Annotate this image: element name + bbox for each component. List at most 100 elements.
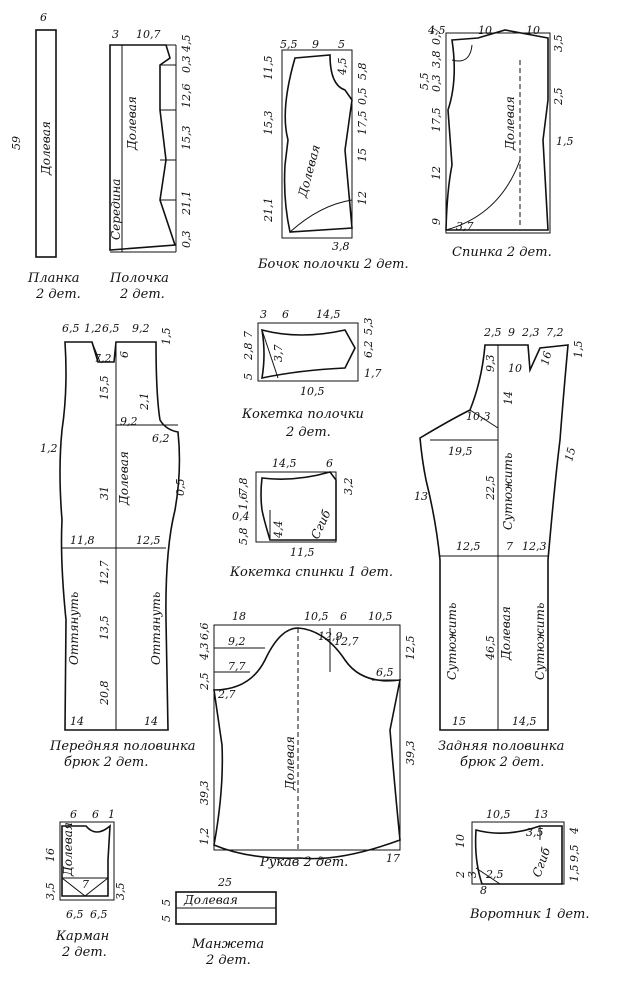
bochok-dim-11: 3,8 — [332, 240, 350, 253]
vor-dim-6: 2 — [454, 871, 467, 879]
zp-dim-18: 15 — [452, 715, 466, 728]
pp-dim-9: 9,2 — [120, 415, 138, 428]
vor-dim-4: 3,5 — [526, 826, 544, 839]
zp-shrink-top: Сутюжить — [501, 453, 515, 530]
karman-dim-7: 6,5 — [66, 908, 84, 921]
spinka-dim-1: 10 — [478, 24, 492, 37]
rukav-dim-2: 6 — [340, 610, 347, 623]
planka-grain-label: Долевая — [39, 121, 53, 176]
vor-dim-10: 2,5 — [485, 868, 504, 881]
karman-dim-5: 3,5 — [44, 883, 57, 901]
rukav-dim-3: 10,5 — [368, 610, 393, 623]
pp-dim-18: 20,8 — [98, 681, 111, 707]
perednyaya-outline — [59, 341, 181, 731]
kp-dim-6: 3,7 — [272, 345, 285, 363]
kokyetka-polochki-outline — [261, 328, 356, 380]
rukav-dim-9: 2,5 — [198, 673, 211, 692]
manzheta-grain-label: Долевая — [183, 893, 238, 907]
polochka-dim-5: 15,3 — [180, 126, 193, 151]
spinka-dim-10: 1,5 — [556, 135, 574, 148]
karman-dim-6: 3,5 — [114, 883, 127, 901]
vor-dim-8: 1,5 — [568, 865, 581, 883]
pp-dim-13: 0,5 — [174, 479, 187, 497]
pp-stretch-left: Оттянуть — [67, 592, 81, 665]
zp-dim-6: 10 — [508, 362, 522, 375]
zp-dim-15: 7 — [506, 540, 513, 553]
pp-dim-14: 11,8 — [70, 534, 95, 547]
kp-caption-1: Кокетка полочки — [241, 407, 364, 422]
spinka-dim-0: 4,5 — [427, 24, 446, 37]
ks-dim-1: 6 — [326, 457, 333, 470]
rukav-dim-0: 18 — [232, 610, 246, 623]
vor-dim-5: 9,5 — [568, 845, 581, 863]
zp-dim-2: 2,3 — [521, 326, 540, 339]
zp-dim-3: 7,2 — [546, 326, 564, 339]
piece-karman: 6 6 1 16 7 3,5 3,5 6,5 6,5 Долевая Карма… — [44, 808, 127, 960]
piece-polochka: 3 10,7 4,5 0,3 12,6 15,3 21,1 0,3 Середи… — [109, 28, 193, 302]
spinka-dim-4: 3,8 — [430, 51, 443, 69]
piece-bochok: 5,5 9 5 11,5 5,8 0,5 15,3 17,5 15 21,1 1… — [257, 38, 409, 272]
ks-dim-6: 5,8 — [237, 528, 250, 546]
ks-dim-0: 14,5 — [272, 457, 297, 470]
planka-caption-2: 2 дет. — [35, 287, 81, 302]
polochka-caption-1: Полочка — [109, 271, 169, 286]
zp-caption-1: Задняя половинка — [438, 739, 564, 754]
spinka-dim-8: 2,5 — [552, 88, 565, 107]
bochok-dim-12: 4,5 — [336, 58, 349, 77]
pp-dim-0: 6,5 — [62, 322, 80, 335]
manzheta-caption-2: 2 дет. — [205, 953, 251, 968]
vor-dim-1: 13 — [534, 808, 548, 821]
rukav-outline — [213, 627, 402, 860]
rukav-dim-11: 7,7 — [228, 660, 246, 673]
bochok-dim-5: 0,5 — [356, 88, 369, 106]
planka-dim-width: 6 — [40, 11, 47, 24]
rukav-dim-4: 6,6 — [198, 623, 211, 641]
spinka-outline — [445, 29, 549, 231]
zp-dim-9: 10,3 — [466, 410, 491, 423]
kp-caption-2: 2 дет. — [285, 425, 331, 440]
pp-dim-20: 14 — [144, 715, 158, 728]
bochok-dim-0: 5,5 — [280, 38, 298, 51]
vor-fold-label: Сгиб — [530, 845, 554, 879]
rukav-dim-8: 12,5 — [404, 636, 417, 661]
zp-dim-12: 13 — [414, 490, 428, 503]
karman-caption-2: 2 дет. — [61, 945, 107, 960]
karman-caption-1: Карман — [55, 929, 109, 944]
ks-fold-label: Сгиб — [308, 507, 334, 541]
kp-dim-1: 6 — [282, 308, 289, 321]
bochok-dim-7: 17,5 — [356, 111, 369, 136]
polochka-outline — [109, 44, 177, 251]
piece-kokyetka-spinki: 14,5 6 7,8 1,6 3,2 0,4 5,8 4,4 11,5 Сгиб… — [229, 457, 393, 580]
spinka-dim-13: 3,7 — [456, 220, 474, 233]
planka-outline — [35, 29, 57, 258]
rukav-dim-15: 39,3 — [404, 741, 417, 766]
manzheta-dim-0: 25 — [217, 876, 232, 889]
kp-dim-2: 14,5 — [316, 308, 341, 321]
piece-planka: 6 59 Долевая Планка 2 дет. — [10, 11, 81, 302]
zp-dim-13: 22,5 — [484, 476, 497, 502]
pp-caption-2: брюк 2 дет. — [64, 755, 148, 770]
polochka-dim-0: 3 — [112, 28, 119, 41]
zp-dim-7: 16 — [538, 350, 554, 367]
polochka-dim-1: 10,7 — [136, 28, 161, 41]
pp-dim-15: 12,5 — [136, 534, 161, 547]
zp-grain-label: Долевая — [499, 606, 513, 661]
polochka-dim-7: 0,3 — [180, 231, 193, 249]
spinka-dim-12: 9 — [430, 218, 443, 225]
vor-dim-3: 10 — [454, 834, 467, 848]
karman-dim-0: 6 — [70, 808, 77, 821]
pp-grain-label: Долевая — [117, 451, 131, 506]
piece-manzheta: 25 5 5 Долевая Манжета 2 дет. — [160, 876, 277, 968]
manzheta-dim-1: 5 — [160, 899, 173, 906]
planka-dim-length: 59 — [10, 136, 23, 150]
bochok-outline — [283, 54, 353, 233]
pp-dim-17: 13,5 — [98, 616, 111, 641]
manzheta-caption-1: Манжета — [191, 937, 264, 952]
kp-dim-8: 5 — [242, 373, 255, 380]
pp-dim-8: 2,1 — [138, 393, 151, 412]
rukav-caption: Рукав 2 дет. — [259, 855, 348, 870]
bochok-grain-label: Долевая — [295, 143, 323, 200]
bochok-dim-10: 12 — [356, 191, 369, 205]
karman-grain-label: Долевая — [61, 822, 75, 877]
zp-dim-10: 19,5 — [448, 445, 473, 458]
